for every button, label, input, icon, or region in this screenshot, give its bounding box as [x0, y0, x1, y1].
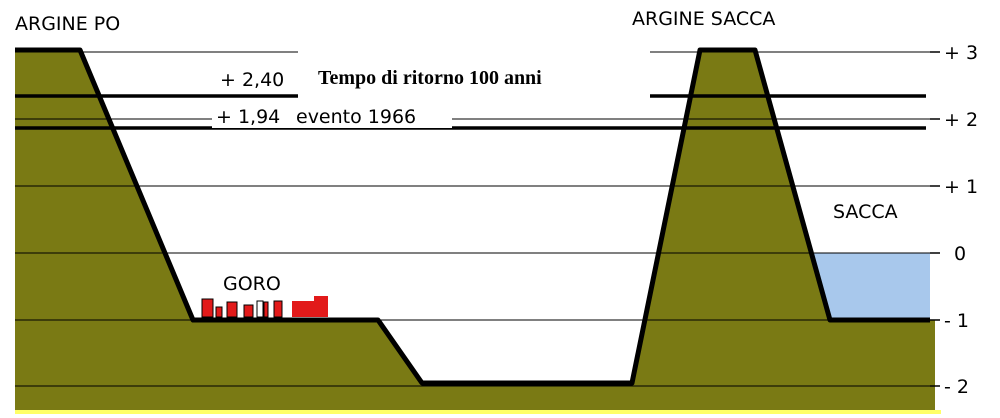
- tick-label: 0: [954, 243, 966, 265]
- label-argine-po: ARGINE PO: [15, 13, 120, 35]
- label-goro: GORO: [223, 273, 281, 295]
- level-return-100-value: + 2,40: [220, 69, 284, 91]
- level-1966-value: + 1,94: [216, 106, 280, 128]
- level-return-100-text: Tempo di ritorno 100 anni: [318, 67, 542, 89]
- house: [215, 306, 223, 318]
- house: [256, 300, 264, 318]
- level-1966-text: evento 1966: [296, 106, 416, 128]
- house: [273, 300, 283, 318]
- gridlines: [15, 51, 930, 387]
- flood-levels: [15, 94, 926, 130]
- profile-outline: [15, 47, 930, 386]
- tick-label: + 3: [944, 42, 978, 64]
- sacca-water: [811, 253, 930, 320]
- label-sacca: SACCA: [833, 201, 898, 223]
- ground-profile: [15, 50, 935, 412]
- label-bg: [212, 104, 452, 128]
- label-bg: [214, 67, 304, 91]
- house: [314, 296, 328, 317]
- base-strip: [15, 410, 941, 414]
- goro-houses: [201, 296, 328, 318]
- label-argine-sacca: ARGINE SACCA: [632, 8, 775, 30]
- house: [263, 301, 269, 318]
- house: [292, 301, 314, 317]
- axis-tick-marks: [930, 51, 940, 387]
- house: [243, 304, 254, 318]
- house: [226, 301, 238, 318]
- tick-label: + 1: [944, 176, 978, 198]
- tick-label: - 1: [944, 310, 969, 332]
- house: [201, 298, 214, 318]
- tick-label: + 2: [944, 109, 978, 131]
- tick-label: - 2: [944, 376, 969, 398]
